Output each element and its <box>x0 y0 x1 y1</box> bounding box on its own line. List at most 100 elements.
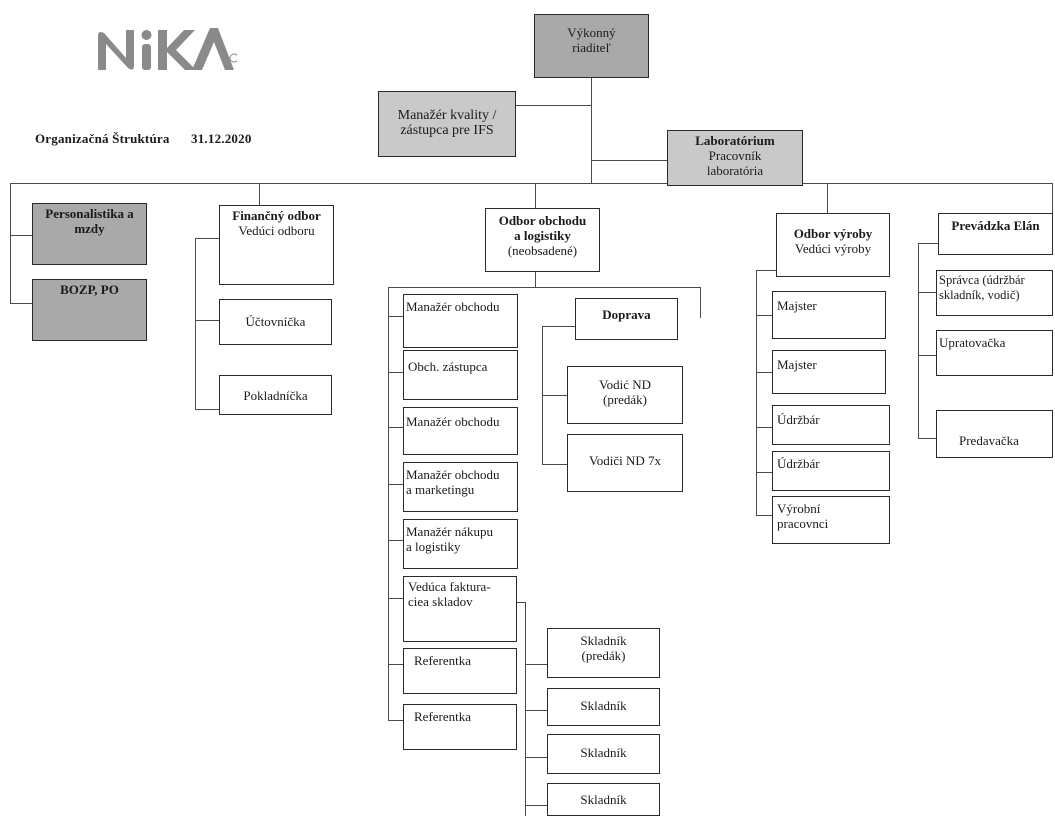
logo-letter-i-stem <box>142 44 151 70</box>
logo-letter-n <box>98 30 134 70</box>
finance-staff-box: Pokladníčka <box>219 375 332 415</box>
connector-line <box>388 720 403 721</box>
elan-staff-label: skladník, vodič) <box>939 288 1020 302</box>
warehouse-staff-box: Skladník (predák) <box>547 628 660 678</box>
finance-head: Vedúci odboru <box>238 223 315 238</box>
connector-line <box>525 602 526 816</box>
sales-staff-box: Manažér obchodu a marketingu <box>403 462 518 512</box>
connector-line <box>517 602 525 603</box>
chart-date: 31.12.2020 <box>191 131 252 146</box>
elan-staff-box: Upratovačka <box>936 330 1053 376</box>
elan-staff-box: Predavačka <box>936 410 1053 458</box>
connector-line <box>388 287 700 288</box>
ceo-line-2: riaditeľ <box>572 40 611 55</box>
connector-line <box>388 598 403 599</box>
connector-line <box>542 464 567 465</box>
sales-staff-label: ciea skladov <box>408 594 473 609</box>
connector-line <box>195 320 219 321</box>
production-staff-label: Údržbár <box>777 412 820 427</box>
production-staff-box: Údržbár <box>772 451 890 491</box>
production-staff-box: Majster <box>772 350 886 394</box>
ceo-line-1: Výkonný <box>567 25 616 40</box>
laboratory-box: Laboratórium Pracovník laboratória <box>667 130 803 186</box>
elan-staff-label: Predavačka <box>959 433 1019 448</box>
warehouse-staff-label: Skladník <box>580 633 627 648</box>
connector-line <box>525 805 547 806</box>
transport-staff-box: Vodiči ND 7x <box>567 434 683 492</box>
sales-staff-label: Manažér obchodu <box>406 467 500 482</box>
elan-box: Prevádzka Elán <box>938 213 1053 255</box>
production-staff-label: Údržbár <box>777 456 820 471</box>
logo-letter-a <box>192 28 234 70</box>
chart-heading: Organizačná Štruktúra 31.12.2020 <box>35 131 252 147</box>
production-staff-label: Majster <box>777 298 817 313</box>
connector-line <box>542 326 575 327</box>
sales-staff-box: Vedúca faktura- ciea skladov <box>403 576 517 642</box>
connector-line <box>756 270 757 515</box>
connector-line <box>756 270 776 271</box>
connector-line <box>591 160 667 161</box>
connector-line <box>827 183 828 213</box>
warehouse-staff-label: (predák) <box>581 648 626 663</box>
elan-staff-box: Správca (údržbár skladník, vodič) <box>936 270 1053 316</box>
invoice-staff-label: Referentka <box>414 709 472 724</box>
finance-staff-box: Účtovníčka <box>219 299 332 345</box>
production-staff-label: Majster <box>777 357 817 372</box>
production-staff-box: Údržbár <box>772 405 890 445</box>
connector-line <box>918 438 936 439</box>
elan-title: Prevádzka Elán <box>951 218 1040 233</box>
connector-line <box>918 292 936 293</box>
connector-line <box>10 303 32 304</box>
connector-line <box>10 183 11 303</box>
connector-line <box>388 287 389 720</box>
laboratory-title: Laboratórium <box>695 133 775 148</box>
finance-staff-label: Pokladníčka <box>243 388 308 403</box>
sales-staff-box: Manažér obchodu <box>403 407 518 455</box>
logo-letter-i-dot <box>141 30 152 40</box>
connector-line <box>388 372 403 373</box>
connector-line <box>918 355 936 356</box>
connector-line <box>756 472 772 473</box>
production-title: Odbor výroby <box>793 226 873 241</box>
chart-title: Organizačná Štruktúra <box>35 131 170 146</box>
connector-line <box>756 427 772 428</box>
sales-staff-box: Obch. zástupca <box>403 350 518 400</box>
connector-line <box>195 409 219 410</box>
laboratory-line-1: Pracovník <box>708 148 762 163</box>
connector-line <box>525 664 547 665</box>
connector-line <box>10 235 32 236</box>
elan-staff-label: Správca (údržbár <box>939 273 1025 287</box>
warehouse-staff-box: Skladník <box>547 688 660 726</box>
registered-mark-icon <box>229 53 237 63</box>
finance-staff-label: Účtovníčka <box>245 314 306 329</box>
hr-line-2: mzdy <box>74 221 105 236</box>
invoice-staff-label: Referentka <box>414 653 472 668</box>
hr-box: Personalistika a mzdy <box>32 203 147 265</box>
connector-line <box>388 484 403 485</box>
connector-line <box>259 183 260 205</box>
hr-line-1: Personalistika a <box>45 206 134 221</box>
sales-staff-label: Manažér obchodu <box>406 414 500 429</box>
connector-line <box>195 238 196 409</box>
connector-line <box>388 316 403 317</box>
invoice-staff-box: Referentka <box>403 648 517 694</box>
warehouse-staff-label: Skladník <box>580 698 627 713</box>
sales-staff-box: Manažér nákupu a logistiky <box>403 519 518 569</box>
bozp-box: BOZP, PO <box>32 279 147 341</box>
connector-line <box>535 272 536 287</box>
sales-staff-label: Vedúca faktura- <box>408 579 491 594</box>
sales-box: Odbor obchodu a logistiky (neobsadené) <box>485 208 600 272</box>
production-staff-box: Výrobní pracovnci <box>772 496 890 544</box>
connector-line <box>918 243 938 244</box>
connector-line <box>535 183 536 208</box>
connector-line <box>388 427 403 428</box>
transport-staff-label: Vodić ND <box>598 377 652 392</box>
sales-title-line-2: a logistiky <box>514 228 571 243</box>
connector-line <box>918 243 919 438</box>
production-staff-box: Majster <box>772 291 886 339</box>
connector-line <box>195 238 219 239</box>
connector-line <box>756 372 772 373</box>
laboratory-line-2: laboratória <box>706 163 764 178</box>
production-head: Vedúci výroby <box>794 241 872 256</box>
logo-letter-k <box>158 30 196 70</box>
